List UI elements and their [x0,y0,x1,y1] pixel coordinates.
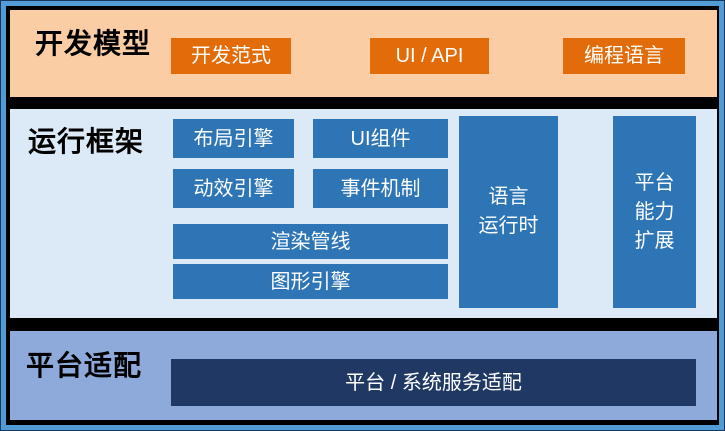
dev-paradigm-box: 开发范式 [171,38,291,74]
layout-engine-box: 布局引擎 [173,119,294,158]
graphics-engine-box: 图形引擎 [173,264,448,299]
platform-capability-line: 扩展 [634,229,675,252]
runtime-framework-label: 运行框架 [28,126,145,157]
programming-language-box: 编程语言 [563,38,685,74]
render-pipeline-box: 渲染管线 [173,224,448,259]
platform-adaptation-label: 平台适配 [26,350,143,381]
ui-components-box: UI组件 [313,119,448,158]
platform-capability-box: 平台 能力 扩展 [613,116,696,308]
event-mechanism-box: 事件机制 [313,169,448,208]
ui-api-box: UI / API [370,38,489,74]
platform-capability-line: 平台 [634,171,675,194]
language-runtime-box: 语言 运行时 [459,116,558,308]
language-runtime-line: 语言 [488,186,529,208]
platform-service-adapter-box: 平台 / 系统服务适配 [171,359,696,406]
animation-engine-box: 动效引擎 [173,169,294,208]
dev-model-label: 开发模型 [35,28,152,59]
language-runtime-line: 运行时 [478,215,539,237]
platform-capability-line: 能力 [634,200,675,223]
